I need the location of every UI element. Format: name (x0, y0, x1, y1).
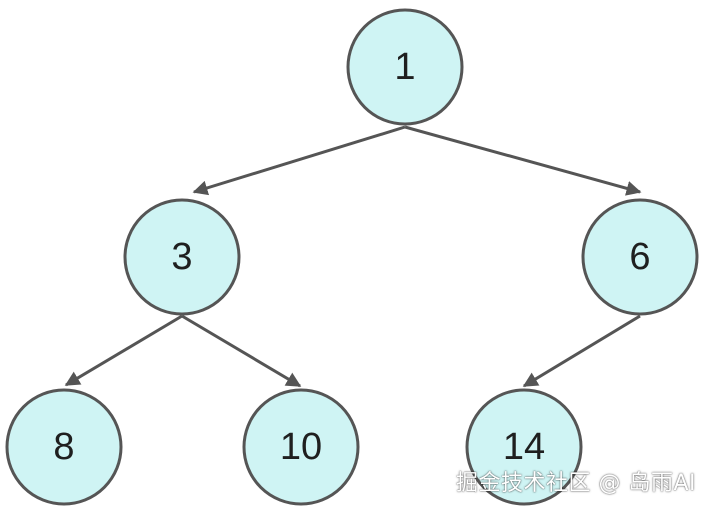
node-circle (581, 198, 699, 316)
tree-node-1: 1 (346, 8, 464, 126)
tree-node-6: 6 (581, 198, 699, 316)
tree-node-14: 14 (465, 388, 583, 506)
tree-node-10: 10 (242, 388, 360, 506)
node-circle (5, 388, 123, 506)
edge-3-to-8 (64, 314, 183, 387)
edge-3-to-10 (181, 314, 302, 388)
node-label: 1 (394, 46, 415, 88)
edge-6-to-14 (522, 314, 641, 388)
edges (64, 125, 642, 388)
node-label: 14 (503, 426, 545, 468)
node-label: 8 (53, 426, 74, 468)
node-circle (465, 388, 583, 506)
edge-1-to-3 (192, 125, 406, 196)
node-circle (123, 198, 241, 316)
node-label: 3 (171, 236, 192, 278)
edge-1-to-6 (404, 125, 642, 196)
node-circle (346, 8, 464, 126)
node-label: 6 (629, 236, 650, 278)
node-circle (242, 388, 360, 506)
tree-node-3: 3 (123, 198, 241, 316)
watermark-text: 掘金技术社区 @ 岛雨AI (455, 471, 696, 496)
node-label: 10 (280, 426, 322, 468)
tree-node-8: 8 (5, 388, 123, 506)
